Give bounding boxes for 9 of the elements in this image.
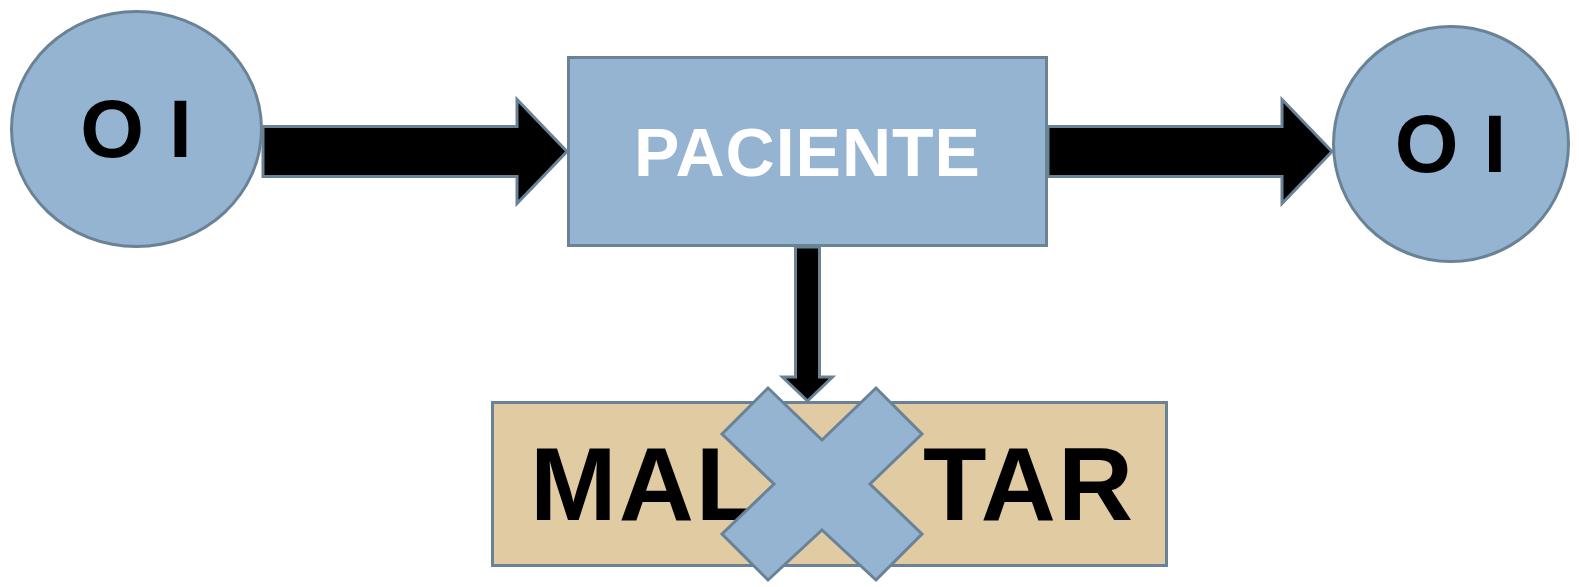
node-label: O I	[1394, 97, 1508, 191]
node-label: O I	[80, 82, 193, 176]
node-label: TAR	[922, 424, 1135, 544]
process-box	[567, 56, 1048, 247]
node-label: PACIENTE	[634, 112, 981, 191]
block-arrow	[261, 95, 570, 208]
block-arrow	[1046, 95, 1335, 208]
block-arrow	[778, 245, 837, 404]
node-label: MAL	[530, 424, 762, 544]
